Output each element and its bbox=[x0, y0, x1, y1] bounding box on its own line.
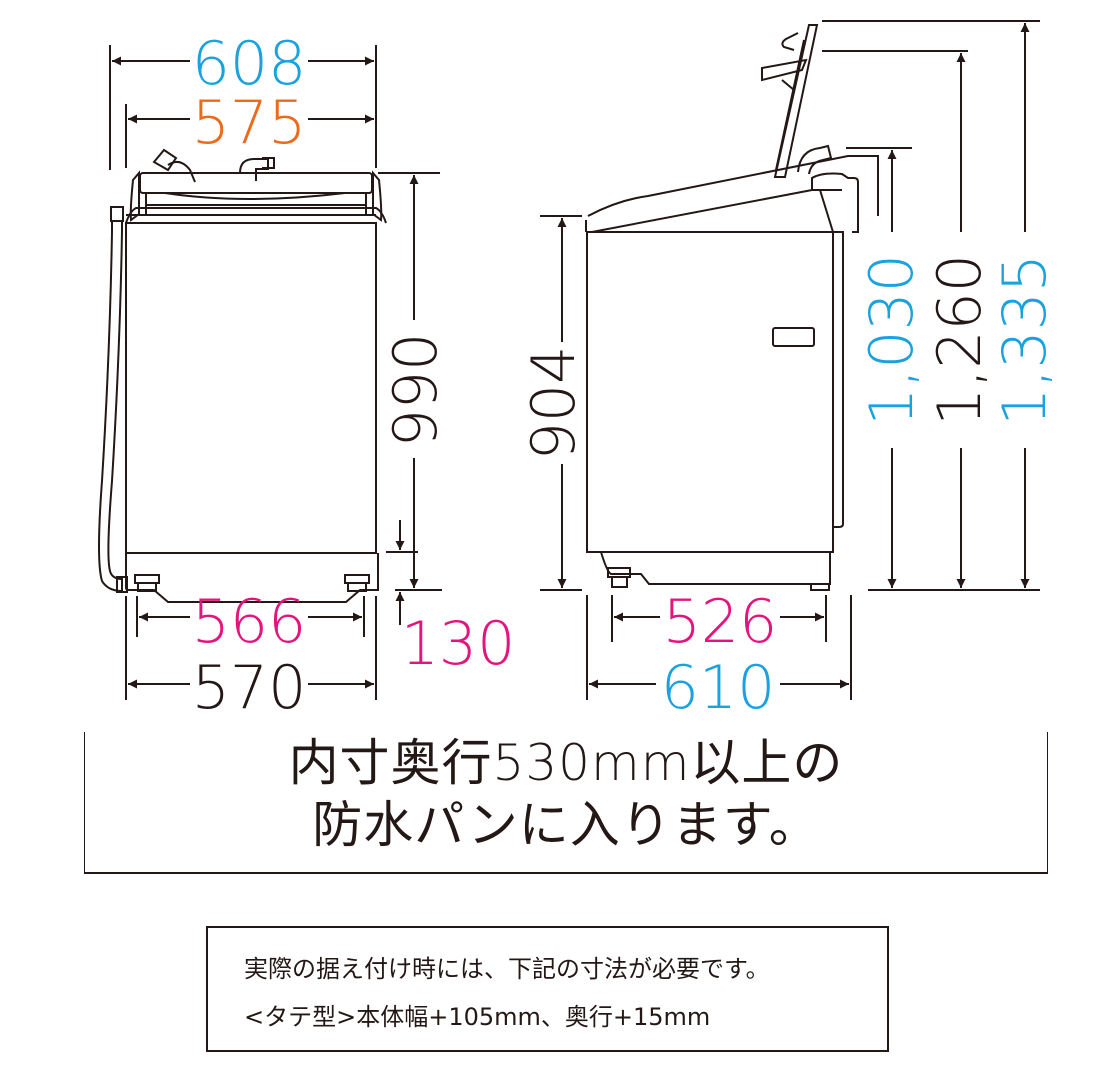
note-line-1: 実際の据え付け時には、下記の寸法が必要です。 bbox=[244, 955, 770, 983]
dim-side-foot-span-526: 526 bbox=[663, 587, 778, 657]
front-view-washer bbox=[98, 148, 387, 603]
note-line-2: <タテ型>本体幅+105mm、奥行+15mm bbox=[244, 1003, 711, 1031]
notice-line-1: 内寸奥行530mm以上の bbox=[288, 734, 844, 792]
side-view-washer bbox=[585, 24, 879, 591]
dim-foot-span-566: 566 bbox=[192, 587, 307, 657]
dim-base-height-130: 130 bbox=[401, 609, 516, 679]
pan-fit-notice: 内寸奥行530mm以上の 防水パンに入ります。 bbox=[84, 732, 1048, 874]
dim-hose-height-1030: 1,030 bbox=[857, 254, 927, 426]
dim-front-width-608: 608 bbox=[192, 29, 307, 99]
dim-front-height-990: 990 bbox=[381, 333, 451, 448]
dim-side-height-904: 904 bbox=[519, 346, 589, 461]
dim-front-bottom-570: 570 bbox=[192, 653, 307, 723]
side-dimension-lines bbox=[540, 20, 1040, 700]
dim-front-width-575: 575 bbox=[192, 88, 307, 158]
dim-lid-height-1260: 1,260 bbox=[925, 254, 995, 426]
dim-side-depth-610: 610 bbox=[661, 653, 776, 723]
front-dimension-lines bbox=[109, 45, 442, 700]
notice-line-2: 防水パンに入ります。 bbox=[312, 796, 820, 854]
installation-note-box: 実際の据え付け時には、下記の寸法が必要です。 <タテ型>本体幅+105mm、奥行… bbox=[206, 926, 889, 1052]
dim-max-height-1335: 1,335 bbox=[990, 254, 1060, 426]
